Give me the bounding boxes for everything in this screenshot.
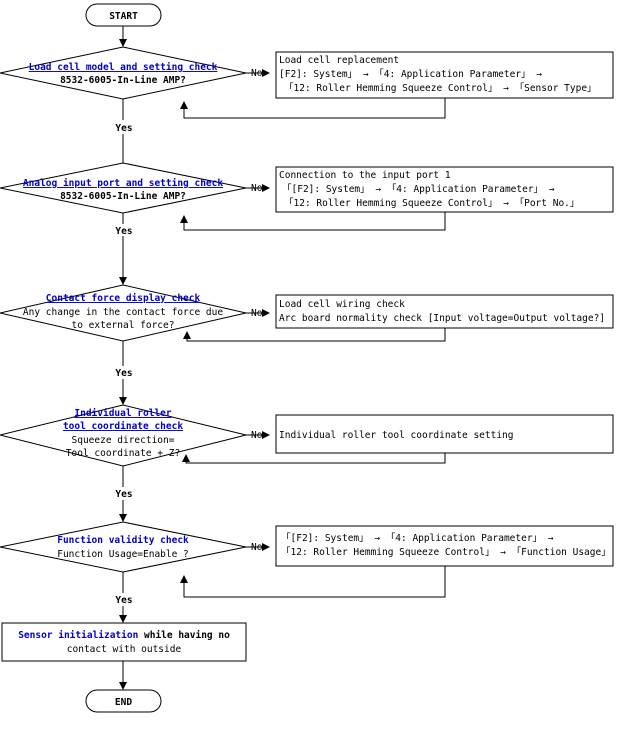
loop-back-2 xyxy=(180,212,446,231)
action-1-line-1: Load cell replacement xyxy=(279,55,399,66)
decision-5-link[interactable]: Function validity check xyxy=(57,535,189,546)
sensor-initialization-box: Sensor initialization while having no co… xyxy=(1,622,247,662)
action-box-3: Load cell wiring check Arc board normali… xyxy=(275,294,614,329)
decision-function-validity: Function validity check Function Usage=E… xyxy=(0,521,247,573)
yes-label-4: Yes xyxy=(115,489,132,500)
yes-label-5: Yes xyxy=(115,595,132,606)
start-terminal: START xyxy=(85,3,162,27)
decision-3-line-1: Any change in the contact force due xyxy=(23,307,223,318)
start-label: START xyxy=(109,11,138,22)
no-label-4: No xyxy=(251,430,263,441)
decision-3-link[interactable]: Contact force display check xyxy=(46,293,201,304)
final-step-line-2: contact with outside xyxy=(67,644,182,655)
action-5-line-2: 「12: Roller Hemming Squeeze Control」 → 「… xyxy=(281,547,611,558)
final-step-line-1: Sensor initialization while having no xyxy=(18,630,230,641)
action-box-4: Individual roller tool coordinate settin… xyxy=(275,414,614,454)
decision-roller-tool: Individual roller tool coordinate check … xyxy=(0,404,247,467)
action-box-2: Connection to the input port 1 「[F2]: Sy… xyxy=(275,166,614,213)
decision-3-line-2: to external force? xyxy=(72,320,175,331)
action-box-5: 「[F2]: System」 → 「4: Application Paramet… xyxy=(275,525,614,567)
no-label-1: No xyxy=(251,68,263,79)
loop-back-5 xyxy=(180,566,446,598)
sensor-initialization-link[interactable]: Sensor initialization xyxy=(18,630,138,641)
action-2-line-2: 「[F2]: System」 → 「4: Application Paramet… xyxy=(282,184,555,195)
yes-label-1: Yes xyxy=(115,123,132,134)
loop-back-1 xyxy=(180,98,446,119)
decision-2-question: 8532-6005-In-Line AMP? xyxy=(60,191,186,202)
decision-analog-input: Analog input port and setting check 8532… xyxy=(0,162,247,214)
decision-1-link[interactable]: Load cell model and setting check xyxy=(29,62,218,73)
action-5-line-1: 「[F2]: System」 → 「4: Application Paramet… xyxy=(281,533,554,544)
loop-back-3 xyxy=(183,328,446,342)
loop-back-4 xyxy=(182,453,446,464)
decision-2-link[interactable]: Analog input port and setting check xyxy=(23,178,223,189)
decision-contact-force: Contact force display check Any change i… xyxy=(0,284,247,342)
action-3-line-2: Arc board normality check [Input voltage… xyxy=(279,313,605,324)
decision-4-line-1: Squeeze direction= xyxy=(72,435,175,446)
decision-4-line-2: Tool coordinate + Z? xyxy=(66,448,180,459)
decision-4-link-1[interactable]: Individual roller xyxy=(74,408,172,419)
action-1-line-2: [F2]: System」 → 「4: Application Paramete… xyxy=(279,69,542,80)
yes-label-3: Yes xyxy=(115,368,132,379)
action-2-line-3: 「12: Roller Hemming Squeeze Control」 → 「… xyxy=(284,198,579,209)
decision-4-link-2[interactable]: tool coordinate check xyxy=(63,421,183,432)
decision-5-question: Function Usage=Enable ? xyxy=(57,549,189,560)
action-3-line-1: Load cell wiring check xyxy=(279,299,405,310)
action-1-line-3: 「12: Roller Hemming Squeeze Control」 → 「… xyxy=(284,83,597,94)
action-box-1: Load cell replacement [F2]: System」 → 「4… xyxy=(275,51,614,99)
yes-label-2: Yes xyxy=(115,226,132,237)
action-2-line-1: Connection to the input port 1 xyxy=(279,170,451,181)
end-label: END xyxy=(115,697,132,708)
no-label-2: No xyxy=(251,183,263,194)
no-label-5: No xyxy=(251,542,263,553)
final-step-rest: while having no xyxy=(138,630,230,641)
end-terminal: END xyxy=(85,689,162,713)
decision-load-cell-model: Load cell model and setting check 8532-6… xyxy=(0,46,247,100)
no-label-3: No xyxy=(251,308,263,319)
decision-1-question: 8532-6005-In-Line AMP? xyxy=(60,75,186,86)
action-4-line-1: Individual roller tool coordinate settin… xyxy=(279,430,514,441)
